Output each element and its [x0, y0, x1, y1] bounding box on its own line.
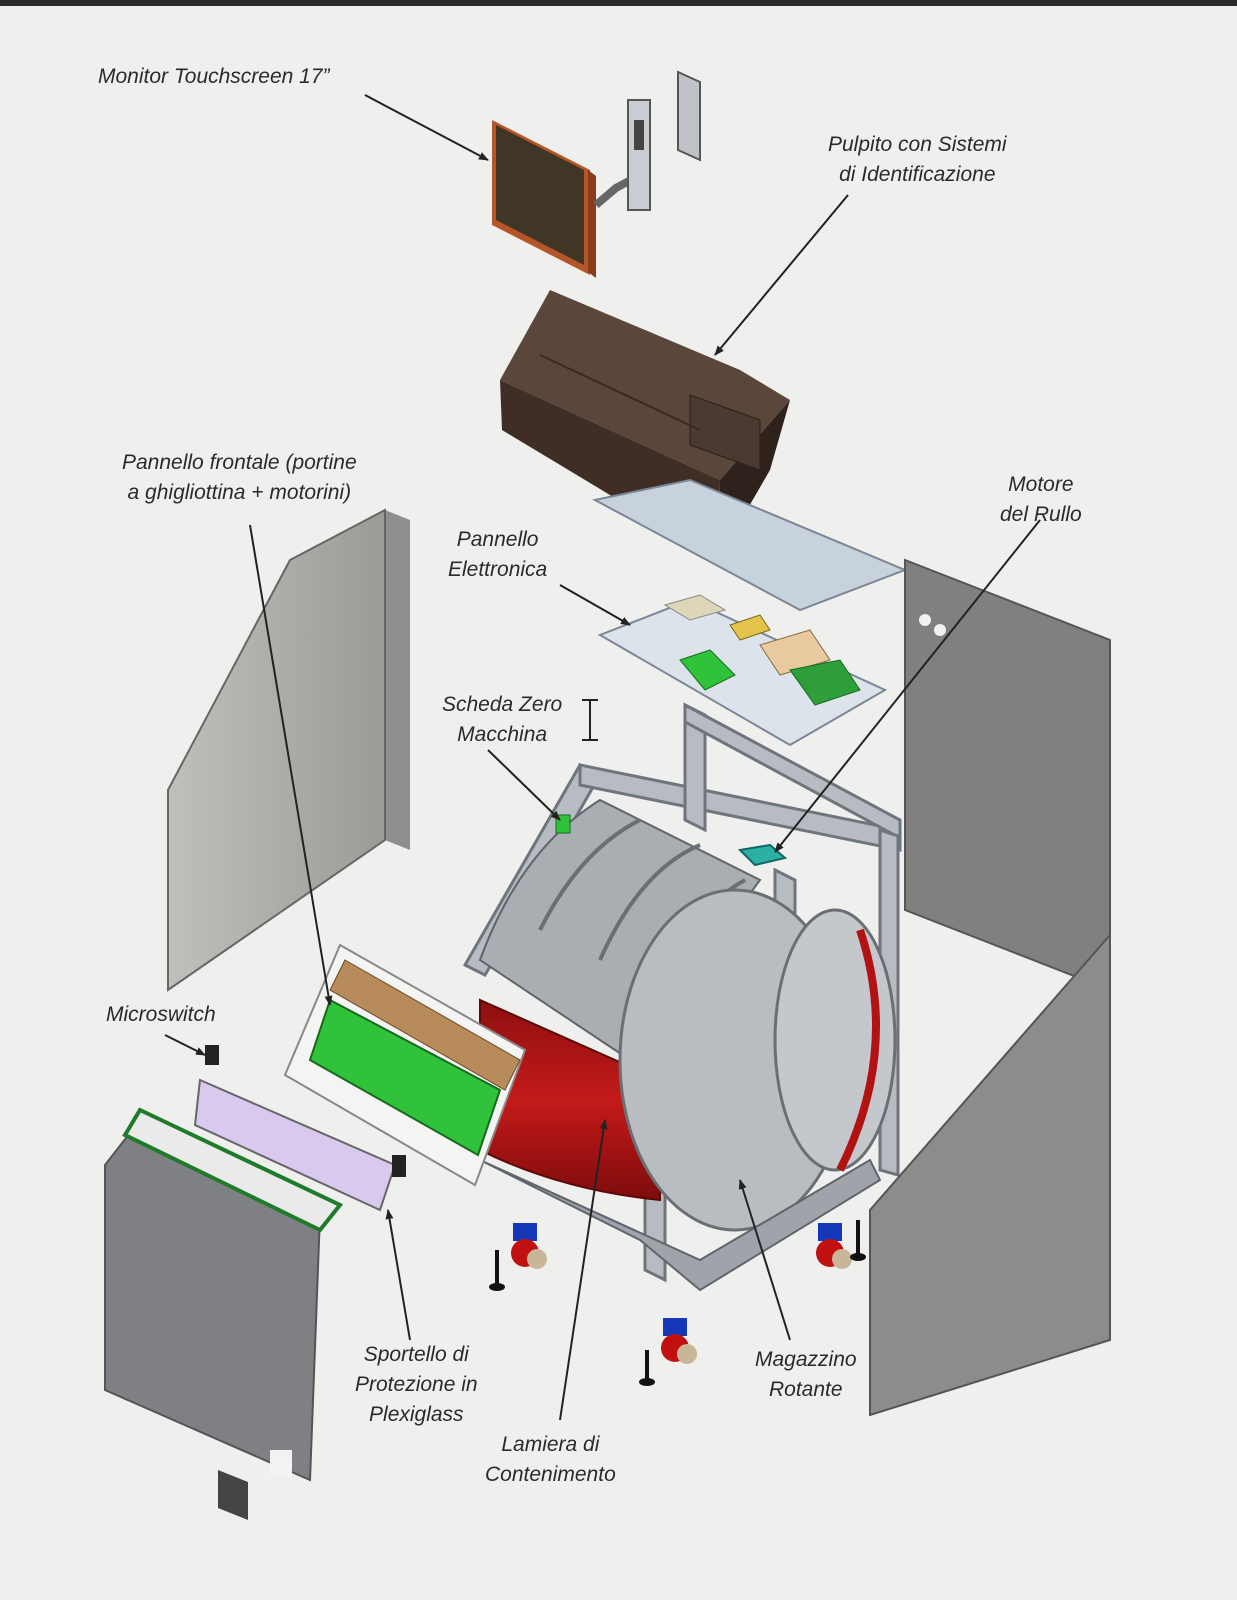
lower-front-panel [104, 1107, 344, 1520]
right-front-panel [869, 932, 1111, 1417]
label-elettronica-line-2: Elettronica [448, 558, 548, 581]
microswitch-part [205, 1045, 219, 1065]
text-cursor-icon [582, 699, 598, 741]
label-magazzino-line-1: Magazzino [755, 1348, 857, 1371]
label-pannello-frontale-line-1: Pannello frontale (portine [122, 451, 357, 474]
left-side-panel [167, 508, 410, 992]
right-back-panel [904, 558, 1111, 992]
label-magazzino: Magazzino Rotante [755, 1345, 857, 1405]
label-scheda-zero: Scheda Zero Macchina [442, 690, 562, 750]
leader-lines [164, 94, 1041, 1421]
label-scheda-zero-line-1: Scheda Zero [442, 693, 563, 716]
label-elettronica: Pannello Elettronica [448, 525, 547, 585]
label-monitor: Monitor Touchscreen 17” [98, 62, 330, 92]
label-pulpito-line-2: di Identificazione [839, 163, 996, 186]
label-pannello-frontale: Pannello frontale (portine a ghigliottin… [122, 448, 357, 508]
label-scheda-zero-line-2: Macchina [457, 723, 548, 746]
label-pulpito: Pulpito con Sistemi di Identificazione [828, 130, 1007, 190]
label-sportello-line-2: Protezione in [355, 1373, 478, 1396]
caster-wheels [489, 1220, 866, 1386]
top-border [0, 0, 1237, 6]
leader-elettronica [559, 584, 631, 626]
leader-pulpito [714, 194, 849, 356]
roller-motor [737, 843, 788, 867]
label-lamiera-line-1: Lamiera di [501, 1433, 600, 1456]
label-motore: Motore del Rullo [1000, 470, 1082, 530]
label-motore-line-1: Motore [1008, 473, 1074, 496]
label-pulpito-line-1: Pulpito con Sistemi [828, 133, 1007, 156]
leader-pannello-frontale [249, 524, 333, 1006]
label-sportello: Sportello di Protezione in Plexiglass [355, 1340, 478, 1430]
label-microswitch-line-1: Microswitch [106, 1003, 216, 1026]
label-lamiera-line-2: Contenimento [485, 1463, 616, 1486]
label-motore-line-2: del Rullo [1000, 503, 1082, 526]
label-lamiera: Lamiera di Contenimento [485, 1430, 616, 1490]
rotating-magazine [618, 888, 897, 1232]
label-elettronica-line-1: Pannello [456, 528, 539, 551]
electronics-panel-part [597, 594, 888, 747]
label-sportello-line-3: Plexiglass [369, 1403, 464, 1426]
label-sportello-line-1: Sportello di [363, 1343, 469, 1366]
leader-scheda-zero [487, 749, 561, 821]
label-monitor-line-1: Monitor Touchscreen 17” [98, 65, 330, 88]
leader-sportello [385, 1209, 411, 1341]
leader-microswitch [164, 1034, 206, 1056]
leader-motore [774, 519, 1041, 853]
leader-magazzino [738, 1179, 791, 1341]
front-doors-module [283, 943, 527, 1187]
monitor-part [492, 70, 701, 278]
leader-monitor [364, 94, 489, 161]
plexiglass-door [193, 1078, 397, 1212]
label-magazzino-line-2: Rotante [769, 1378, 843, 1401]
base-frame [479, 1158, 882, 1292]
label-microswitch: Microswitch [106, 1000, 216, 1030]
leader-lamiera [559, 1119, 608, 1421]
label-pannello-frontale-line-2: a ghigliottina + motorini) [127, 481, 352, 504]
